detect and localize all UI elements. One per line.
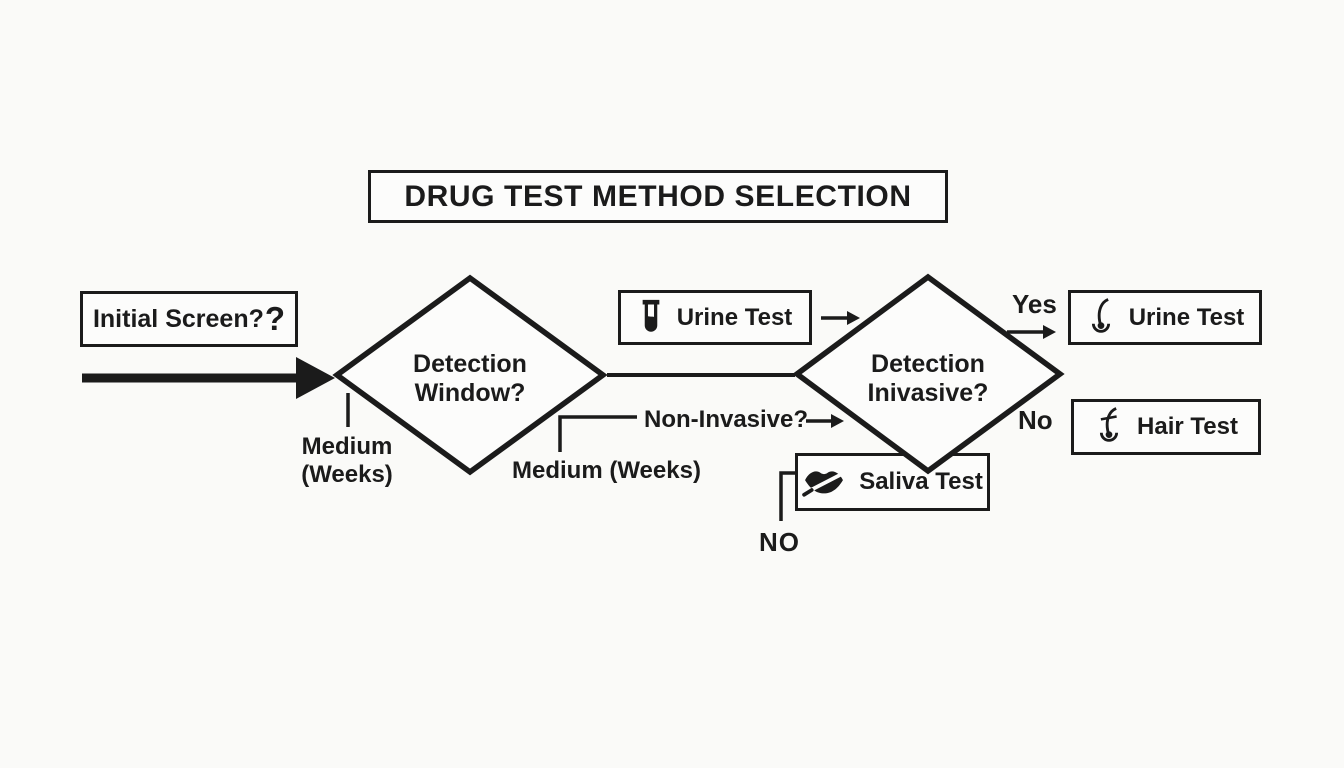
urine-test-right-label: Urine Test xyxy=(1128,303,1245,331)
edge-label-non-invasive: Non-Invasive? xyxy=(644,406,809,433)
detection-window-line2: Window? xyxy=(414,379,526,407)
lips-swab-icon xyxy=(802,464,846,500)
medium-weeks-left-line2: (Weeks) xyxy=(301,461,393,488)
hair-follicle-icon xyxy=(1086,297,1116,339)
detection-window-diamond xyxy=(332,274,608,476)
node-urine-test-top: Urine Test xyxy=(618,290,812,345)
edge-label-yes: Yes xyxy=(1012,289,1057,319)
yes-arrow-head xyxy=(1043,325,1056,339)
hair-test-label: Hair Test xyxy=(1137,413,1238,440)
edge-label-medium-weeks-center: Medium (Weeks) xyxy=(512,457,701,484)
edge-label-medium-weeks-left: Medium (Weeks) xyxy=(288,433,406,489)
detection-invasive-label: Detection Inivasive? xyxy=(826,350,1030,408)
detection-invasive-line2: Inivasive? xyxy=(867,379,989,407)
title-box: DRUG TEST METHOD SELECTION xyxy=(368,170,948,223)
medium-weeks-left-line1: Medium xyxy=(301,433,393,460)
edge-label-no: No xyxy=(1018,405,1053,435)
node-saliva-test: Saliva Test xyxy=(795,453,990,511)
urine-test-top-label: Urine Test xyxy=(676,303,793,331)
page-title: DRUG TEST METHOD SELECTION xyxy=(404,179,912,213)
question-mark-icon: ? xyxy=(264,299,286,337)
no-connector-bracket xyxy=(779,471,795,521)
non-invasive-arrow-head xyxy=(831,414,844,428)
hair-follicle-crossed-icon xyxy=(1094,406,1124,448)
detection-invasive-line1: Detection xyxy=(871,350,985,378)
test-tube-icon xyxy=(638,298,664,338)
detection-window-line1: Detection xyxy=(413,350,527,378)
node-hair-test: Hair Test xyxy=(1071,399,1261,455)
detection-window-label: Detection Window? xyxy=(368,350,572,408)
initial-screen-label: Initial Screen? xyxy=(92,304,264,333)
edge-label-no-caps: NO xyxy=(759,527,800,557)
urine-test-arrow-head xyxy=(847,311,860,325)
start-arrow-head xyxy=(296,357,335,399)
start-arrow-shaft xyxy=(82,373,298,383)
node-initial-screen: Initial Screen? ? xyxy=(80,291,298,347)
node-urine-test-right: Urine Test xyxy=(1068,290,1262,345)
non-invasive-elbow-connector xyxy=(558,415,637,452)
saliva-test-label: Saliva Test xyxy=(859,468,983,495)
